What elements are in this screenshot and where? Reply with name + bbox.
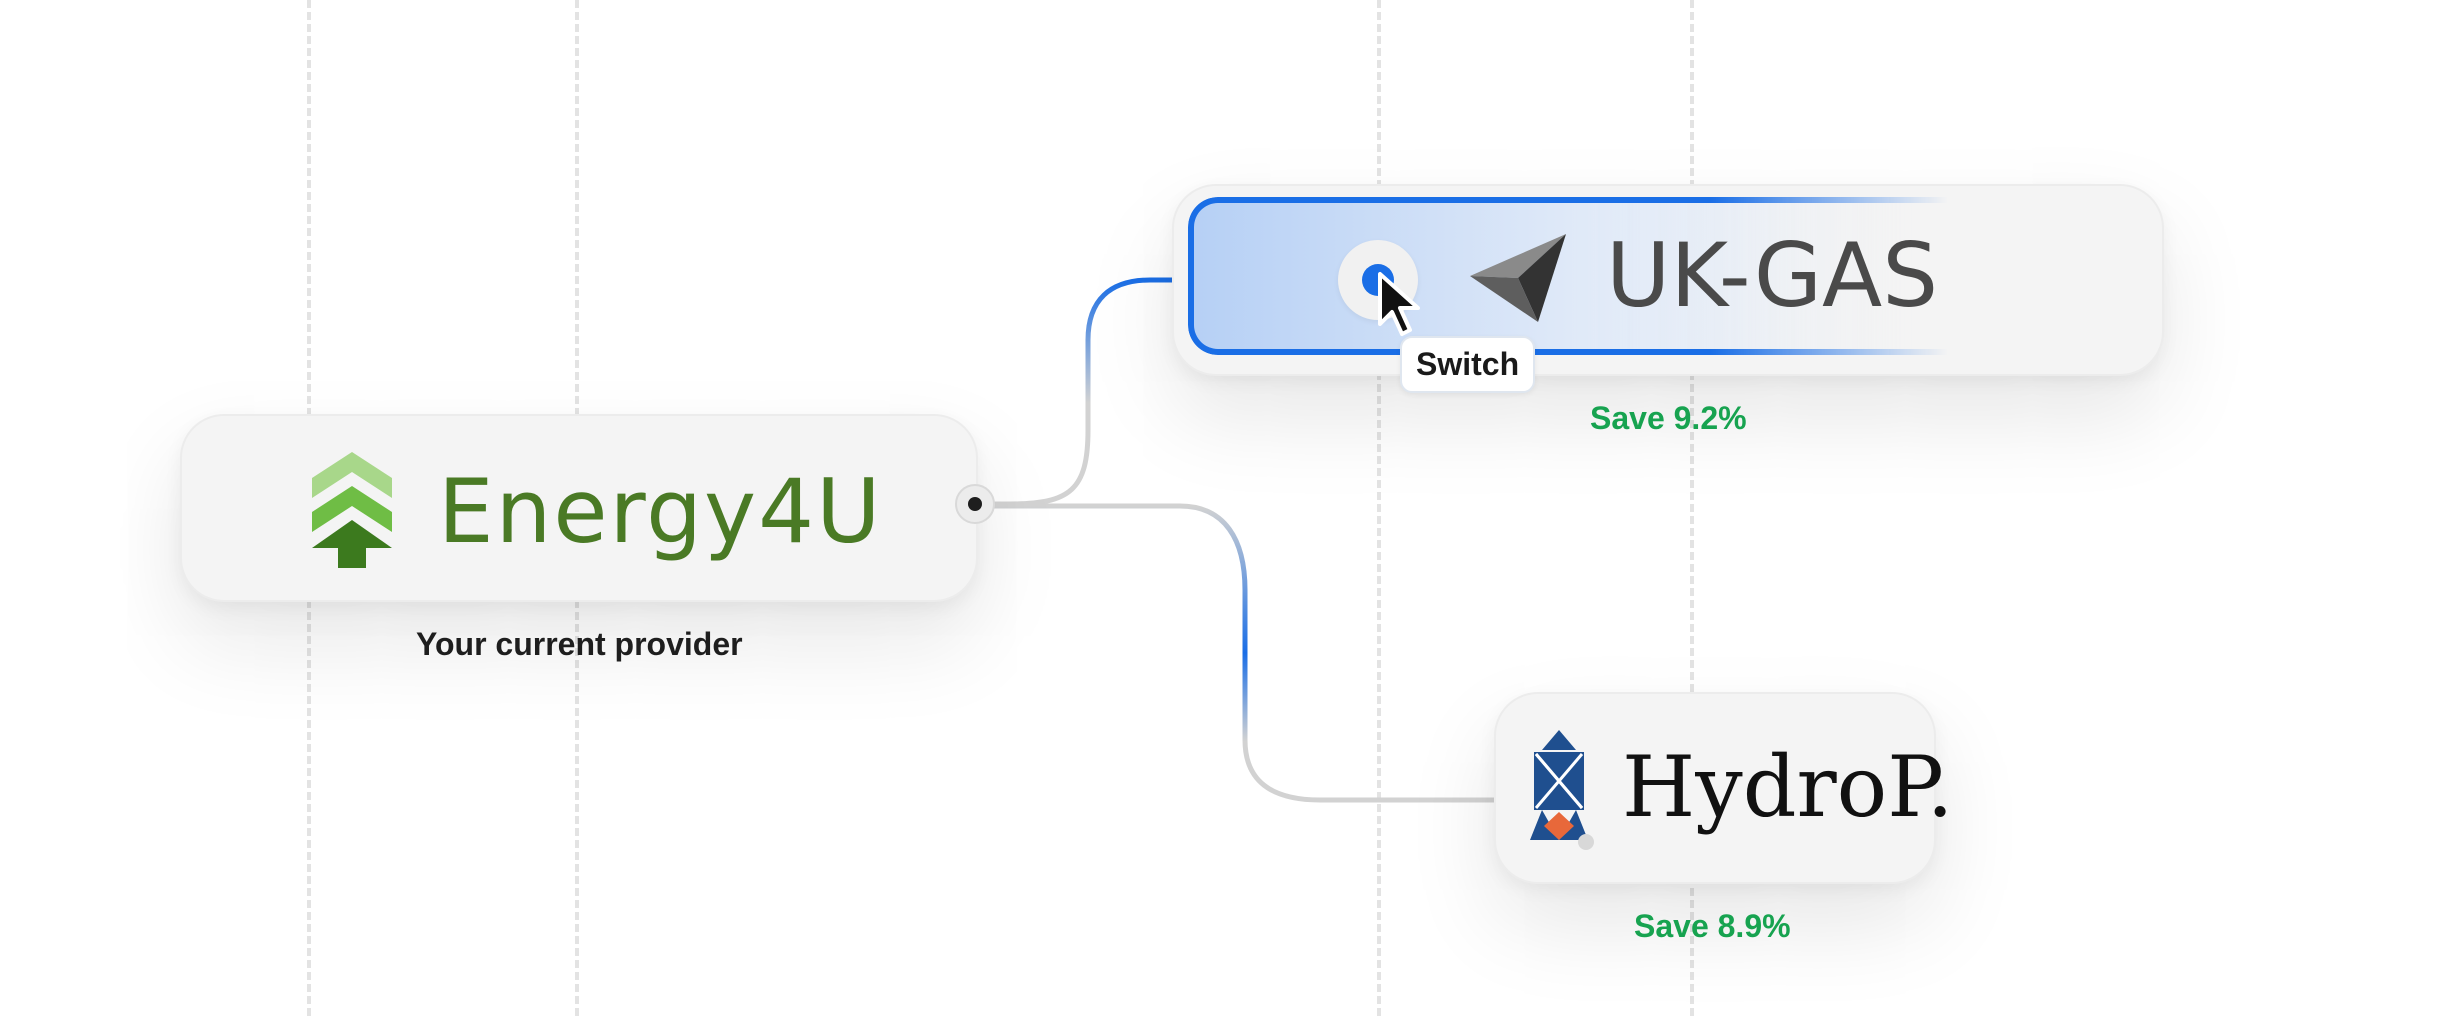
rocket-icon <box>1530 730 1588 840</box>
grid-guide-line <box>1377 0 1381 1016</box>
current-provider-caption: Your current provider <box>416 626 743 662</box>
saving-label-hydrop: Save 8.9% <box>1634 908 1791 944</box>
paper-plane-icon <box>1470 234 1566 322</box>
connector-port[interactable] <box>1578 834 1594 850</box>
connector-to-uk-gas <box>975 277 1192 507</box>
grid-guide-line <box>1690 0 1694 1016</box>
current-provider-name: Energy4U <box>438 460 883 563</box>
provider-name-uk-gas: UK-GAS <box>1606 224 1939 327</box>
mouse-pointer-icon <box>1378 272 1420 336</box>
connector-port[interactable] <box>955 484 995 524</box>
connector-to-hydrop <box>975 503 1494 803</box>
chevron-arrows-up-icon <box>312 452 392 568</box>
saving-label-uk-gas: Save 9.2% <box>1590 400 1747 436</box>
current-provider-card[interactable] <box>180 414 978 602</box>
provider-name-hydrop: HydroP. <box>1622 738 1954 836</box>
switch-tooltip: Switch <box>1400 336 1536 393</box>
provider-option-hydrop[interactable] <box>1494 692 1936 884</box>
